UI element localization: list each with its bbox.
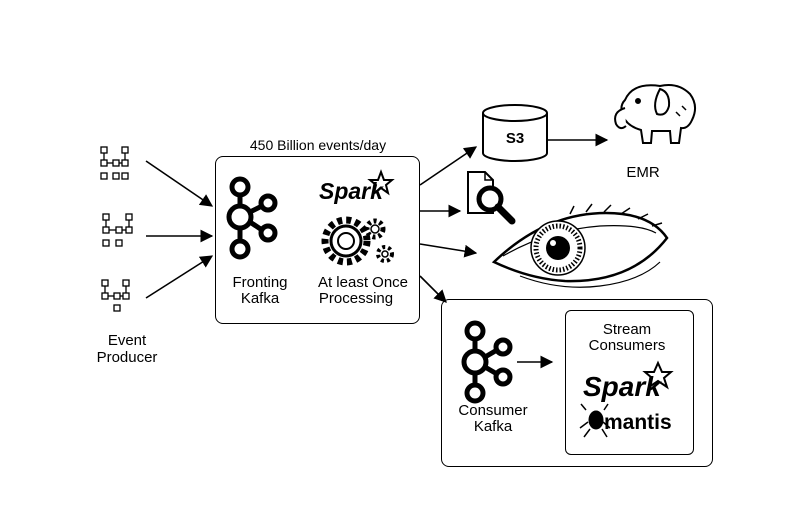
elephant-icon: [614, 84, 696, 144]
stream-consumers-box: [565, 310, 694, 455]
event-producer-label-line1: Event: [107, 332, 147, 349]
arrow-to-eye: [419, 243, 478, 258]
arrow-producer-3: [145, 255, 214, 299]
stream-consumers-label-line2: Consumers: [588, 337, 666, 354]
spark-star-consumer: [642, 360, 674, 390]
mantis-bug-icon: [579, 403, 611, 438]
processing-label-line2: Processing: [318, 290, 394, 307]
consumer-kafka-label-line2: Kafka: [473, 418, 513, 435]
producer-icon-1: [100, 146, 129, 180]
mantis-logo-text: mantis: [604, 411, 672, 434]
producer-icon-3: [101, 279, 130, 312]
arrow-producer-1: [145, 160, 214, 207]
throughput-header: 450 Billion events/day: [249, 137, 387, 153]
emr-label: EMR: [626, 164, 660, 181]
s3-label: S3: [505, 130, 525, 147]
kafka-logo-fronting: [226, 176, 278, 260]
search-document-icon: [467, 171, 516, 225]
spark-star-fronting: [367, 169, 395, 196]
stream-consumers-label-line1: Stream: [602, 321, 652, 338]
gears-icon: [321, 216, 394, 266]
fronting-kafka-label-line1: Fronting: [232, 274, 288, 291]
event-producer-label-line2: Producer: [96, 349, 158, 366]
arrow-to-consumer: [419, 275, 447, 303]
producer-icon-2: [102, 213, 133, 247]
spark-logo-text-consumer: Spark: [583, 371, 661, 402]
consumer-box: [441, 299, 713, 467]
consumer-kafka-label-line1: Consumer: [458, 402, 528, 419]
fronting-kafka-label-line2: Kafka: [240, 290, 280, 307]
spark-logo-text-fronting: Spark: [319, 178, 383, 204]
arrow-to-s3: [419, 146, 478, 186]
kafka-logo-consumer: [461, 320, 513, 404]
eye-icon: [491, 203, 669, 288]
processing-label-line1: At least Once: [317, 274, 409, 291]
s3-cylinder-icon: [482, 104, 548, 162]
fronting-kafka-box: [215, 156, 420, 324]
